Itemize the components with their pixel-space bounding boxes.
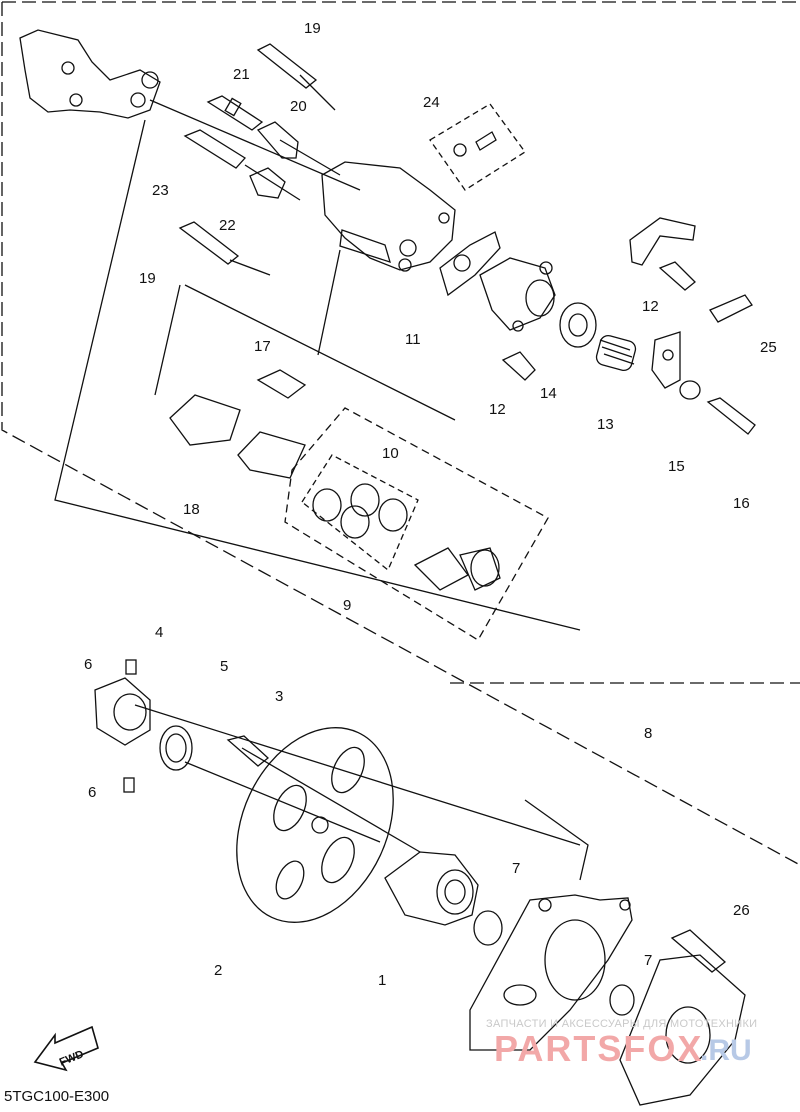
- watermark-logo: PARTSFOX: [494, 1028, 704, 1069]
- seals-10: [312, 483, 408, 539]
- washer-15: [679, 380, 701, 400]
- master-cylinder: [479, 257, 556, 332]
- o-ring-7-left: [473, 910, 503, 946]
- callout-16: 16: [733, 495, 750, 512]
- bleeder-box: [429, 103, 526, 191]
- callout-6b: 6: [88, 784, 96, 801]
- callout-24: 24: [423, 94, 440, 111]
- brake-pad-left: [169, 394, 241, 446]
- seal-kit-inner-box: [301, 454, 419, 572]
- bolt-12-lower: [501, 351, 536, 381]
- o-ring-7-right: [609, 984, 635, 1016]
- callout-19a: 19: [304, 20, 321, 37]
- callout-10: 10: [382, 445, 399, 462]
- boot-20: [256, 121, 299, 159]
- piston-9: [413, 547, 501, 591]
- diagram-code: 5TGC100-E300: [4, 1088, 110, 1105]
- callout-5: 5: [220, 658, 228, 675]
- set-screw-6-top: [125, 659, 137, 675]
- callout-7a: 7: [512, 860, 520, 877]
- bolt-21: [206, 95, 264, 131]
- pin-19-top: [256, 43, 318, 89]
- set-screw-6-bottom: [123, 777, 135, 793]
- callout-19b: 19: [139, 270, 156, 287]
- brake-pad-right: [237, 431, 306, 479]
- callout-23: 23: [152, 182, 169, 199]
- callout-14: 14: [540, 385, 557, 402]
- callout-26: 26: [733, 902, 750, 919]
- callout-7b: 7: [644, 952, 652, 969]
- callout-13: 13: [597, 416, 614, 433]
- callout-12b: 12: [489, 401, 506, 418]
- brake-disc-2: [236, 727, 394, 923]
- callout-2: 2: [214, 962, 222, 979]
- bolt-26: [670, 929, 727, 973]
- callout-11: 11: [405, 331, 421, 348]
- callout-22: 22: [219, 217, 236, 234]
- spring-13: [595, 335, 637, 371]
- callout-25: 25: [760, 339, 777, 356]
- spring-25: [709, 294, 753, 323]
- callout-6a: 6: [84, 656, 92, 673]
- boot-22: [249, 167, 286, 199]
- callout-9: 9: [343, 597, 351, 614]
- hub-1: [384, 851, 479, 926]
- callout-20: 20: [290, 98, 307, 115]
- watermark-tagline: ЗАПЧАСТИ И АКСЕССУАРЫ ДЛЯ МОТОТЕХНИКИ: [486, 1018, 758, 1030]
- callout-3: 3: [275, 688, 283, 705]
- caliper-bracket: [19, 29, 161, 119]
- callout-1: 1: [378, 972, 386, 989]
- bolt-23: [183, 129, 247, 169]
- callout-21: 21: [233, 66, 250, 83]
- plate-right: [651, 331, 681, 389]
- bracket-top: [629, 217, 696, 266]
- caliper-body: [321, 161, 456, 272]
- gasket-11: [439, 231, 501, 297]
- callout-4: 4: [155, 624, 163, 641]
- callout-15: 15: [668, 458, 685, 475]
- bleeder-valve: [453, 131, 497, 157]
- seal-kit-box: [284, 407, 549, 641]
- washer-5: [159, 725, 193, 771]
- callout-8: 8: [644, 725, 652, 742]
- callout-17: 17: [254, 338, 271, 355]
- watermark-domain: .RU: [700, 1034, 752, 1067]
- callout-18: 18: [183, 501, 200, 518]
- bolt-12-right: [658, 261, 696, 291]
- hub-nut-4: [94, 677, 151, 746]
- assembly-boundary: [1, 1, 800, 866]
- cup-14: [559, 302, 597, 348]
- pin-19-lower: [178, 221, 240, 265]
- callout-labels: 1 2 3 4 5 6 6 7 7 8 9 10 11 12 12 13 14 …: [84, 20, 777, 989]
- callout-12a: 12: [642, 298, 659, 315]
- bolt-16: [706, 397, 756, 435]
- fwd-arrow: [33, 1025, 99, 1072]
- pad-shim-17: [256, 369, 307, 399]
- sprocket-hub: [619, 954, 746, 1106]
- rear-mount-plate: [469, 894, 633, 1051]
